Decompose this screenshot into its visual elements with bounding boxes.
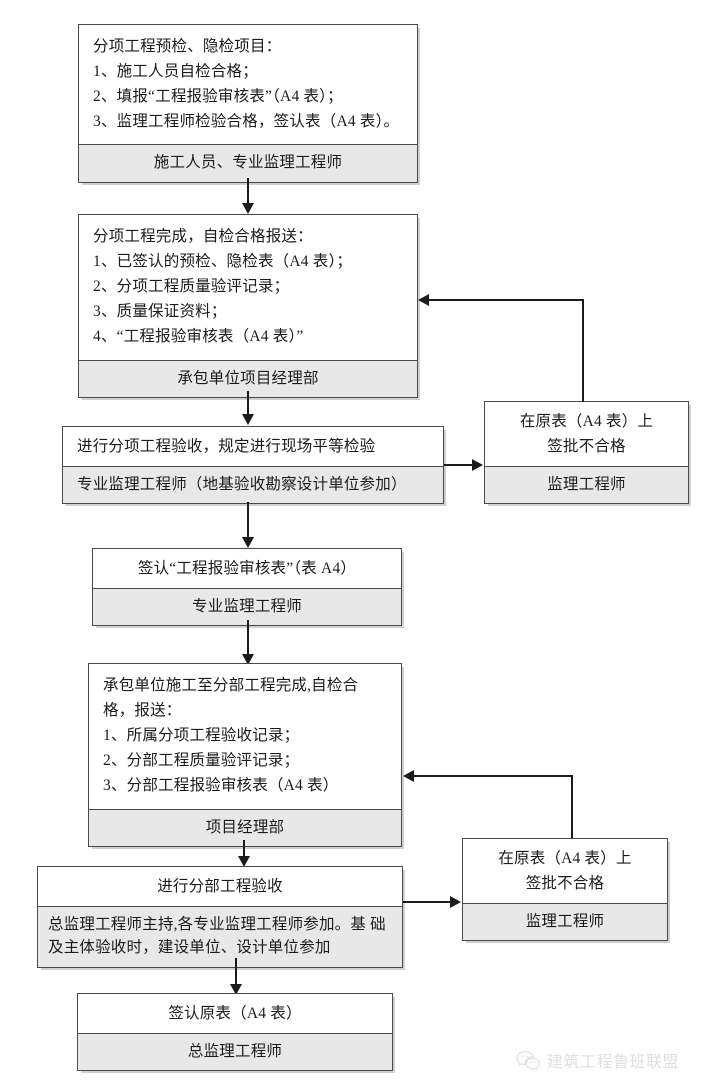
node-preinspection: 分项工程预检、隐检项目： 1、施工人员自检合格； 2、填报“工程报验审核表”（A… <box>78 24 418 183</box>
node-sign-original-form-actor: 总监理工程师 <box>78 1033 392 1071</box>
node-sign-original-form-body: 签认原表（A4 表） <box>78 994 392 1033</box>
node-division-acceptance: 进行分部工程验收 总监理工程师主持,各专业监理工程师参加。基 础及主体验收时，建… <box>37 866 403 968</box>
watermark: 建筑工程鲁班联盟 <box>516 1048 679 1072</box>
node-division-complete-line-2: 1、所属分项工程验收记录； <box>103 727 300 745</box>
connector-n1-n2-arrowhead <box>241 203 254 214</box>
node-subitem-complete-actor: 承包单位项目经理部 <box>79 359 417 397</box>
node-division-acceptance-actor: 总监理工程师主持,各专业监理工程师参加。基 础及主体验收时，建设单位、设计单位参… <box>38 906 402 967</box>
node-division-complete-line-1: 格，报送： <box>103 702 182 720</box>
node-reject-upper-line-0: 在原表（A4 表）上 <box>519 413 654 430</box>
node-division-complete-line-4: 3、分部工程报验审核表（A4 表） <box>103 777 339 795</box>
node-preinspection-line-2: 2、填报“工程报验审核表”（A4 表）； <box>93 88 343 106</box>
connector-n3-r1-arrowhead <box>472 458 483 471</box>
node-reject-lower: 在原表（A4 表）上 签批不合格 监理工程师 <box>462 838 668 942</box>
node-reject-upper: 在原表（A4 表）上 签批不合格 监理工程师 <box>484 401 689 505</box>
node-division-acceptance-body: 进行分部工程验收 <box>38 867 402 906</box>
node-reject-upper-body: 在原表（A4 表）上 签批不合格 <box>485 402 688 466</box>
node-division-acceptance-actor-line-1: 础及主体验收时，建设单位、设计单位参加 <box>48 916 386 957</box>
node-preinspection-line-0: 分项工程预检、隐检项目： <box>93 38 282 55</box>
node-preinspection-line-1: 1、施工人员自检合格； <box>93 63 258 81</box>
connector-n6-r2-line <box>403 901 451 903</box>
connector-n6-n7-line <box>235 958 237 985</box>
feedback-upper-vline <box>582 299 584 402</box>
node-subitem-acceptance: 进行分项工程验收，规定进行现场平等检验 专业监理工程师（地基验收勘察设计单位参加… <box>62 426 444 505</box>
node-subitem-complete-line-1: 1、已签认的预检、隐检表（A4 表）； <box>93 253 353 271</box>
connector-n2-n3-line <box>247 391 249 415</box>
wechat-icon <box>516 1050 540 1071</box>
connector-n1-n2-line <box>247 178 249 204</box>
node-preinspection-line-3: 3、监理工程师检验合格，签认表（A4 表）。 <box>93 113 400 131</box>
node-division-acceptance-actor-line-0: 总监理工程师主持,各专业监理工程师参加。基 <box>48 916 367 934</box>
node-reject-upper-line-1: 签批不合格 <box>547 438 626 456</box>
connector-n3-r1-line <box>444 464 473 466</box>
feedback-upper-arrowhead <box>418 293 429 306</box>
node-reject-lower-body: 在原表（A4 表）上 签批不合格 <box>463 839 667 903</box>
node-division-complete-actor: 项目经理部 <box>89 808 401 846</box>
node-subitem-complete-body: 分项工程完成，自检合格报送： 1、已签认的预检、隐检表（A4 表）； 2、分项工… <box>79 215 417 360</box>
connector-n6-n7-arrowhead <box>229 984 242 995</box>
connector-n5-n6-arrowhead <box>237 856 250 867</box>
node-subitem-acceptance-body: 进行分项工程验收，规定进行现场平等检验 <box>63 427 443 466</box>
node-reject-upper-actor: 监理工程师 <box>485 466 688 504</box>
feedback-lower-arrowhead <box>403 769 414 782</box>
node-reject-lower-line-1: 签批不合格 <box>525 875 605 893</box>
node-division-complete-line-0: 承包单位施工至分部工程完成,自检合 <box>103 677 359 694</box>
connector-n6-r2-arrowhead <box>450 895 461 908</box>
node-reject-lower-line-0: 在原表（A4 表）上 <box>498 850 632 867</box>
feedback-lower-vline <box>571 775 573 839</box>
node-subitem-acceptance-line-0: 进行分项工程验收，规定进行现场平等检验 <box>77 438 376 455</box>
node-subitem-complete-line-2: 2、分项工程质量验评记录； <box>93 278 290 296</box>
connector-n3-n4-arrowhead <box>241 537 254 548</box>
node-division-acceptance-line-0: 进行分部工程验收 <box>157 878 283 895</box>
watermark-text: 建筑工程鲁班联盟 <box>547 1054 680 1071</box>
node-subitem-complete: 分项工程完成，自检合格报送： 1、已签认的预检、隐检表（A4 表）； 2、分项工… <box>78 214 418 398</box>
node-division-complete-line-3: 2、分部工程质量验评记录； <box>103 752 300 770</box>
node-division-complete: 承包单位施工至分部工程完成,自检合 格，报送： 1、所属分项工程验收记录； 2、… <box>88 663 402 847</box>
connector-n4-n5-arrowhead <box>241 654 254 665</box>
feedback-lower-hline <box>414 775 572 777</box>
node-division-complete-body: 承包单位施工至分部工程完成,自检合 格，报送： 1、所属分项工程验收记录； 2、… <box>89 664 401 809</box>
connector-n3-n4-line <box>247 502 249 538</box>
node-sign-original-form: 签认原表（A4 表） 总监理工程师 <box>77 993 393 1072</box>
feedback-upper-hline <box>429 299 583 301</box>
node-subitem-complete-line-0: 分项工程完成，自检合格报送： <box>93 228 313 245</box>
node-preinspection-body: 分项工程预检、隐检项目： 1、施工人员自检合格； 2、填报“工程报验审核表”（A… <box>79 25 417 144</box>
node-preinspection-actor: 施工人员、专业监理工程师 <box>79 144 417 182</box>
node-subitem-complete-line-3: 3、质量保证资料； <box>93 303 227 321</box>
node-reject-lower-actor: 监理工程师 <box>463 903 667 941</box>
node-sign-report-form-body: 签认“工程报验审核表”（表 A4） <box>93 549 401 588</box>
node-subitem-acceptance-actor: 专业监理工程师（地基验收勘察设计单位参加） <box>63 466 443 504</box>
node-sign-report-form-line-0: 签认“工程报验审核表”（表 A4） <box>137 560 357 577</box>
node-subitem-complete-line-4: 4、“工程报验审核表（A4 表）” <box>93 328 304 346</box>
connector-n4-n5-line <box>247 620 249 655</box>
connector-n5-n6-line <box>243 840 245 860</box>
connector-n2-n3-arrowhead <box>241 414 254 425</box>
node-sign-report-form-actor: 专业监理工程师 <box>93 588 401 626</box>
node-sign-original-form-line-0: 签认原表（A4 表） <box>168 1005 302 1022</box>
node-sign-report-form: 签认“工程报验审核表”（表 A4） 专业监理工程师 <box>92 548 402 627</box>
